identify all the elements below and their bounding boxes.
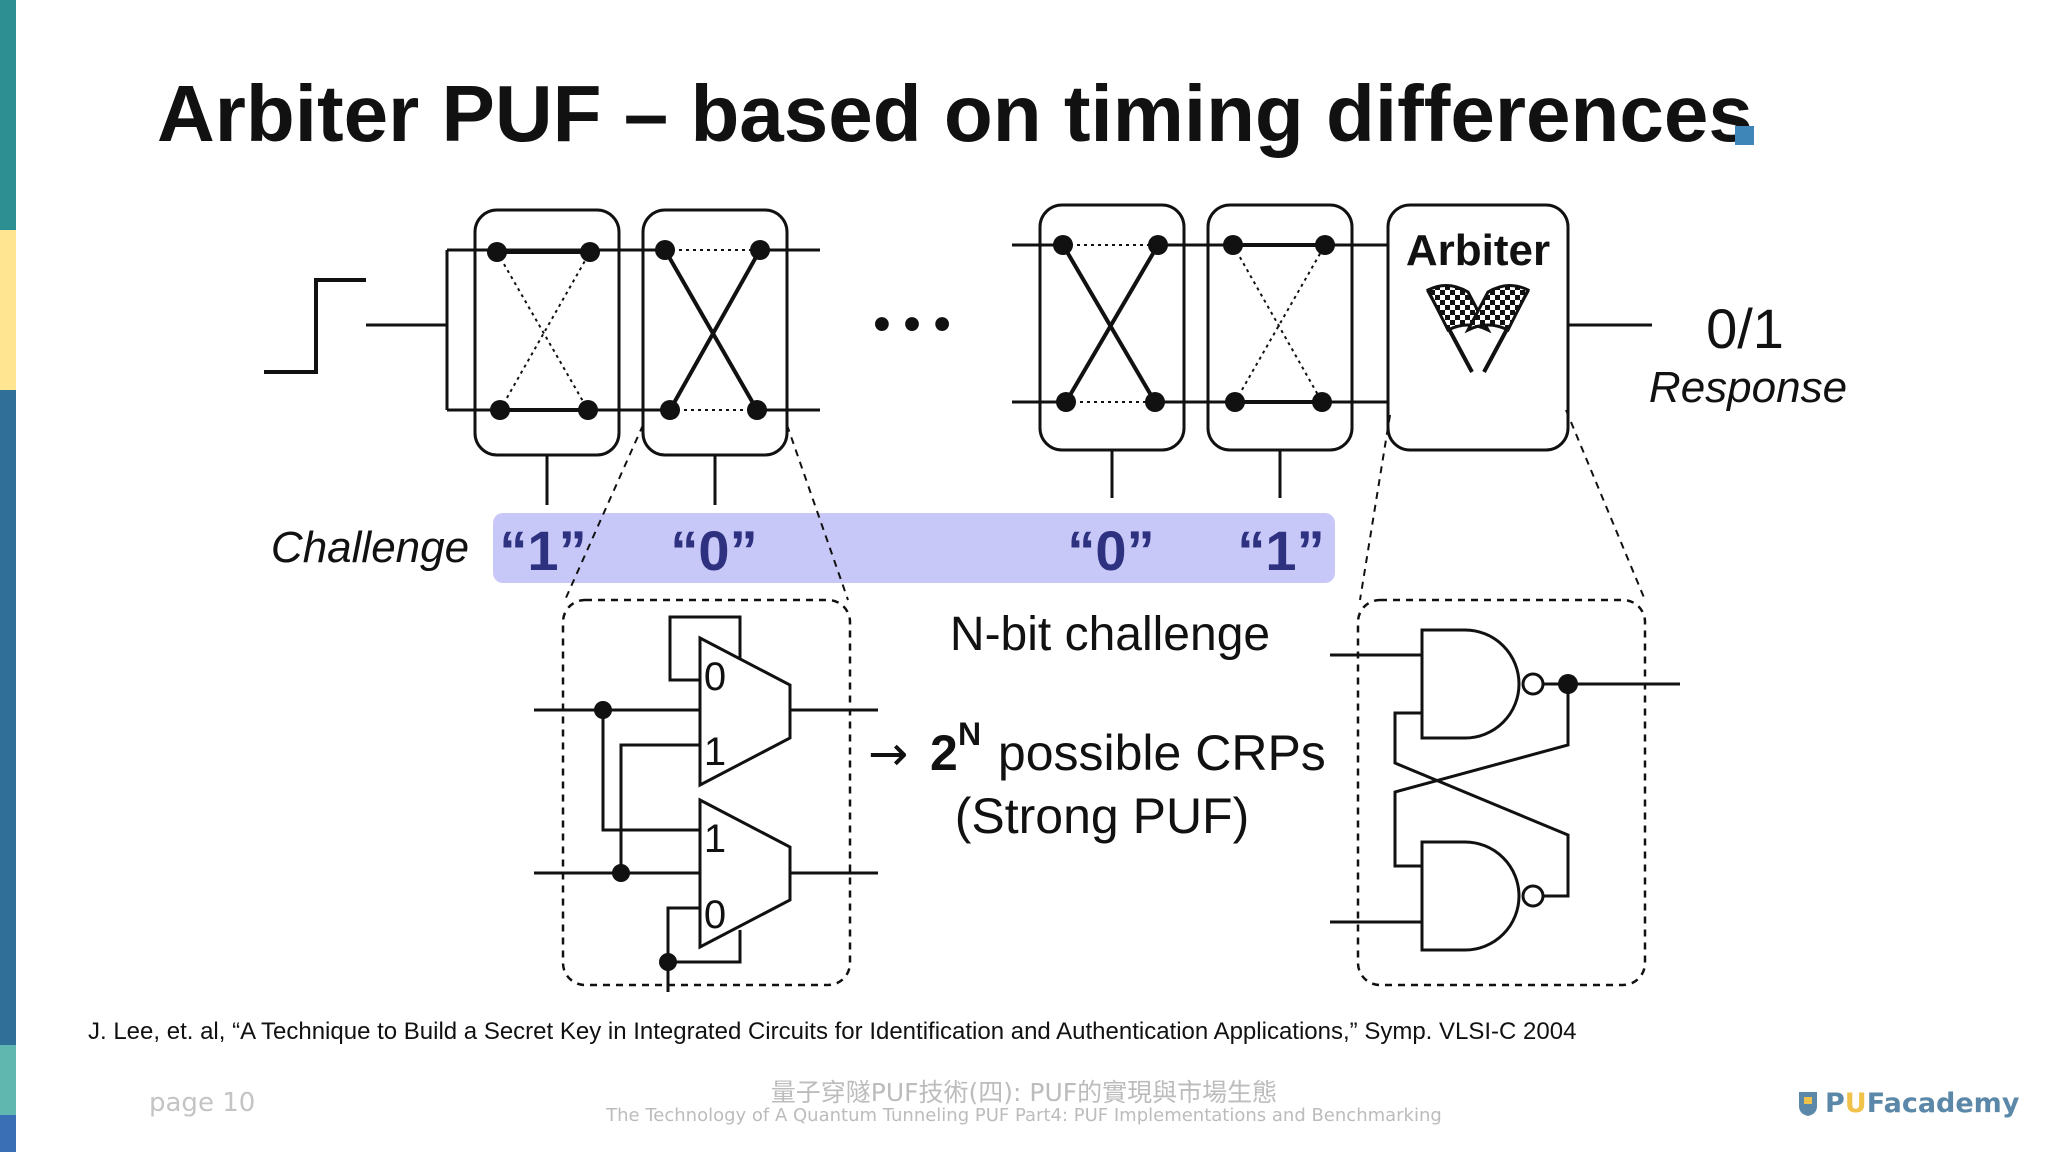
sidebar-segment-lightblue: [0, 1115, 16, 1152]
zoom-callout-lines: [564, 409, 1646, 601]
step-signal-icon: [264, 278, 366, 374]
stage-ellipsis: • • •: [873, 298, 950, 351]
crp-exponent: N: [958, 716, 981, 752]
mux-nodes: [594, 701, 677, 971]
mux-detail-box: [561, 598, 852, 987]
checkered-flags-icon: [1425, 284, 1531, 373]
page-number: page 10: [149, 1088, 256, 1118]
mux-circuit: [534, 615, 878, 992]
stage-3-paths: [1012, 243, 1235, 404]
arbiter-box: [1386, 203, 1570, 452]
logo-highlight: U: [1844, 1087, 1867, 1119]
challenge-label: Challenge: [271, 523, 469, 572]
challenge-bit-1: “1”: [499, 519, 586, 582]
mux-input-label: 0: [704, 655, 726, 699]
logo-mark-icon: [1799, 1092, 1817, 1116]
citation: J. Lee, et. al, “A Technique to Build a …: [88, 1018, 1577, 1045]
left-color-strip: [0, 0, 16, 1152]
stage-2-paths: [663, 248, 820, 412]
arbiter-label: Arbiter: [1406, 226, 1550, 275]
crp-arrow: →: [868, 726, 908, 782]
stage-1-nodes: [487, 242, 600, 420]
sidebar-segment-aqua: [0, 1045, 16, 1115]
sidebar-segment-yellow: [0, 230, 16, 390]
challenge-bit-2: “0”: [670, 519, 757, 582]
crp-text: possible CRPs: [984, 725, 1326, 781]
stage-4-nodes: [1223, 235, 1335, 412]
strong-puf-label: (Strong PUF): [955, 788, 1250, 844]
nbit-challenge-label: N-bit challenge: [950, 608, 1270, 661]
sr-latch-circuit: [1330, 628, 1680, 952]
stage-3-nodes: [1053, 235, 1168, 412]
stage-1-paths: [447, 248, 670, 412]
response-label: Response: [1649, 363, 1847, 412]
slide-title: Arbiter PUF – based on timing difference…: [157, 69, 1753, 158]
mux-input-label: 0: [704, 893, 726, 937]
stage-4-paths: [1232, 243, 1388, 404]
logo-text: PUFacademy: [1825, 1088, 2019, 1119]
response-value: 0/1: [1706, 297, 1784, 360]
latch-output-node: [1558, 674, 1578, 694]
crp-base: 2: [930, 725, 958, 781]
sidebar-segment-teal: [0, 0, 16, 230]
title-marker-square: [1735, 126, 1754, 145]
logo-suffix: Facademy: [1866, 1087, 2020, 1119]
latch-detail-box: [1356, 598, 1647, 987]
challenge-bit-3: “0”: [1067, 519, 1154, 582]
logo-prefix: P: [1825, 1087, 1845, 1119]
stage-2-nodes: [655, 240, 770, 420]
pufacademy-logo: PUFacademy: [1795, 1086, 2019, 1120]
footer-title-en: The Technology of A Quantum Tunneling PU…: [606, 1105, 1442, 1126]
challenge-stubs: [545, 450, 1282, 505]
sidebar-segment-blue: [0, 390, 16, 1045]
challenge-bit-4: “1”: [1237, 519, 1324, 582]
mux-input-label: 1: [704, 817, 726, 861]
challenge-band: [493, 513, 1335, 583]
footer-title-zh: 量子穿隧PUF技術(四): PUF的實現與市場生態: [770, 1078, 1278, 1107]
mux-input-label: 1: [704, 730, 726, 774]
